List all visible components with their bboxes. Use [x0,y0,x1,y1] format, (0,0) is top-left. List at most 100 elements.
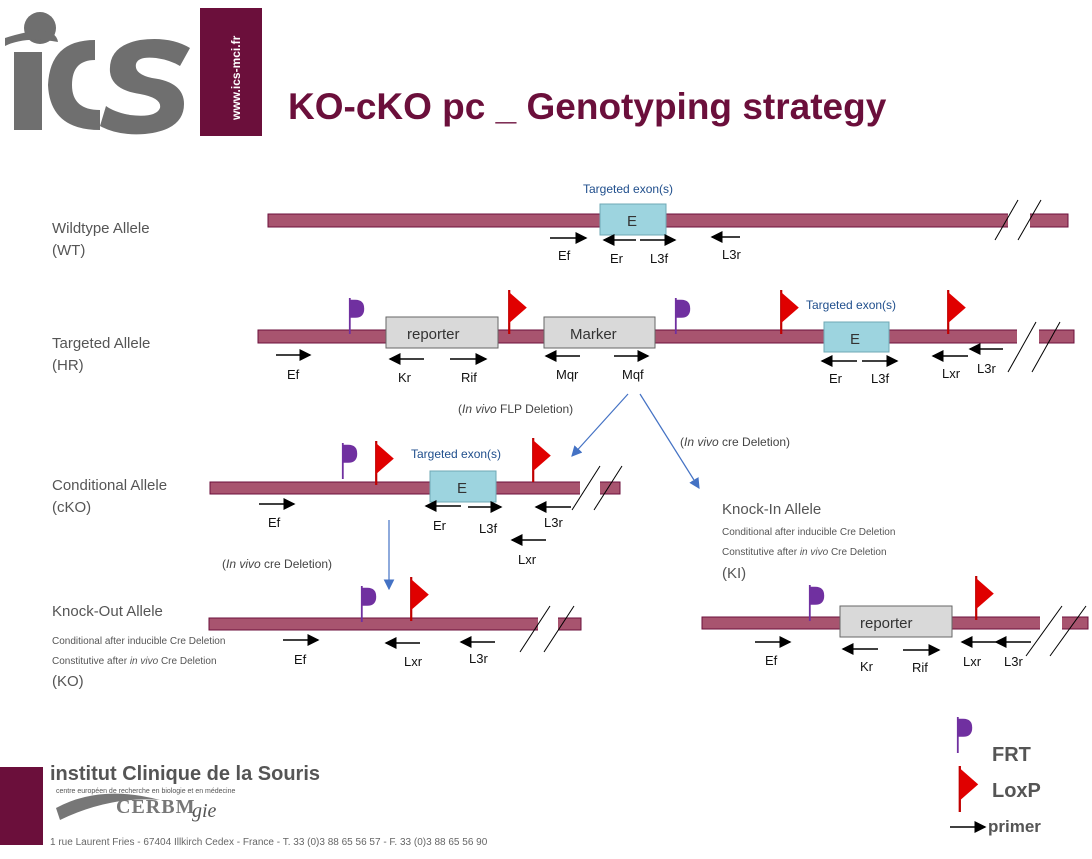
hr-marker-box [543,316,656,349]
primer-kr: Kr [398,370,412,385]
wt-exon-label: E [627,213,637,230]
ki-abbr: (KI) [722,565,746,582]
primer-l3r: L3r [977,361,996,376]
cko-exon [429,470,497,503]
ki-allele: Knock-In Allele Conditional after induci… [701,501,1089,675]
wt-exon-caption: Targeted exon(s) [583,182,673,196]
cko-primers [259,498,571,546]
break-mark [1025,605,1087,657]
wt-exon [599,203,667,236]
loxp-icon [975,576,995,620]
primer-er: Er [829,371,843,386]
primer-l3f: L3f [479,521,497,536]
primer-kr: Kr [860,659,874,674]
footer-address: 1 rue Laurent Fries - 67404 Illkirch Ced… [50,837,488,848]
primer-l3r: L3r [722,247,741,262]
hr-marker-label: Marker [570,326,617,343]
ki-reporter-box [839,605,953,638]
loxp-icon [958,766,980,812]
cko-exon-label: E [457,480,467,497]
ko-note-2: Constitutive after in vivo Cre Deletion [52,656,217,667]
primer-lxr: Lxr [404,654,423,669]
primer-mqf: Mqf [622,367,644,382]
hr-reporter-label: reporter [407,326,460,343]
frt-icon [808,584,826,622]
ki-note-1: Conditional after inducible Cre Deletion [722,527,895,538]
loxp-icon [410,577,430,621]
primer-l3r: L3r [544,515,563,530]
footer-maroon-block [0,767,43,845]
wt-allele: Wildtype Allele (WT) E Targeted exon(s) … [52,182,1069,266]
footer-cerbm: CERBM [116,796,195,818]
logo-url: www.ics-mci.fr [229,35,243,121]
loxp-icon [375,441,395,485]
break-mark [519,605,575,653]
primer-lxr: Lxr [942,366,961,381]
primer-ef: Ef [268,515,281,530]
cko-abbr: (cKO) [52,499,91,516]
primer-l3f: L3f [871,371,889,386]
ko-chromosome-bar [208,617,582,631]
break-mark [571,465,623,511]
primer-er: Er [610,251,624,266]
hr-reporter-box [385,316,499,349]
footer-institute: institut Clinique de la Souris [50,763,320,785]
cre-deletion-label-ki: (In vivo cre Deletion) [680,435,790,449]
primer-ef: Ef [294,652,307,667]
deletion-arrows [383,393,700,591]
hr-primers [276,343,1003,367]
primer-rif: Rif [461,370,477,385]
frt-icon [348,297,366,335]
hr-exon [823,321,890,353]
loxp-icon [780,290,800,334]
primer-rif: Rif [912,660,928,675]
footer-gie: gie [192,800,217,822]
primer-mqr: Mqr [556,367,579,382]
ko-allele: Knock-Out Allele Conditional after induc… [52,577,582,690]
cko-allele: Conditional Allele (cKO) E Targeted exon… [52,438,623,567]
wt-abbr: (WT) [52,242,85,259]
cko-exon-caption: Targeted exon(s) [411,447,501,461]
hr-allele: Targeted Allele (HR) reporter Marker E T… [52,290,1075,386]
hr-abbr: (HR) [52,357,84,374]
flp-deletion-label: (In vivo FLP Deletion) [458,402,573,416]
ics-logo: www.ics-mci.fr [0,0,262,138]
primer-l3r: L3r [1004,654,1023,669]
legend-frt: FRT [992,744,1031,766]
ki-note-2: Constitutive after in vivo Cre Deletion [722,547,887,558]
wt-name: Wildtype Allele [52,220,150,237]
cerbm-swoosh-icon [56,793,160,820]
page-title: KO-cKO pc _ Genotyping strategy [288,86,887,127]
primer-l3r: L3r [469,651,488,666]
primer-ef: Ef [558,248,571,263]
primer-l3f: L3f [650,251,668,266]
frt-icon [341,442,359,480]
frt-icon [674,297,692,335]
ki-primers [755,636,1031,656]
wt-primers [550,231,740,246]
cko-chromosome-bar [209,481,621,495]
hr-exon-label: E [850,331,860,348]
ko-primers [283,634,495,649]
legend: FRT LoxP primer [950,716,1041,836]
ko-abbr: (KO) [52,673,84,690]
hr-name: Targeted Allele [52,335,150,352]
primer-ef: Ef [765,653,778,668]
legend-primer: primer [988,817,1041,836]
hr-chromosome-bar [257,329,1075,344]
legend-loxp: LoxP [992,780,1041,802]
cko-name: Conditional Allele [52,477,167,494]
loxp-icon [947,290,967,334]
loxp-icon [532,438,552,482]
primer-ef: Ef [287,367,300,382]
break-mark [1007,321,1061,373]
primer-er: Er [433,518,447,533]
ki-name: Knock-In Allele [722,501,821,518]
ki-reporter-label: reporter [860,615,913,632]
break-mark [994,199,1042,241]
frt-icon [956,716,974,754]
ko-note-1: Conditional after inducible Cre Deletion [52,636,225,647]
cre-deletion-label-ko: (In vivo cre Deletion) [222,557,332,571]
primer-lxr: Lxr [518,552,537,567]
